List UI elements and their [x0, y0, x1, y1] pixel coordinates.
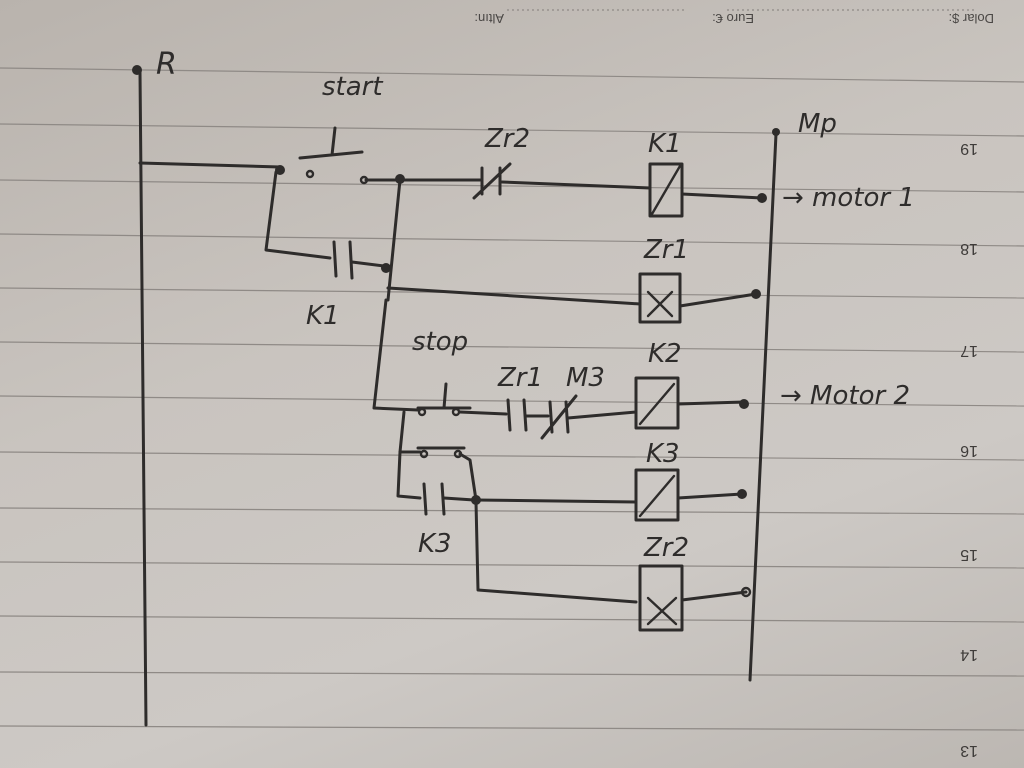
k3-holding-wire-right — [442, 496, 476, 502]
page-number: 13 — [960, 742, 978, 759]
stop-branch-wire — [398, 410, 422, 454]
page-number: 15 — [960, 546, 978, 563]
k3-holding-wire-left — [396, 450, 422, 500]
k1-coil-mark — [650, 164, 682, 216]
dolar-label: Dolar $: — [948, 11, 994, 26]
left-rail — [138, 70, 148, 727]
rail-mp-label: Mp — [798, 109, 837, 139]
vertical-link-1 — [386, 178, 402, 302]
junction — [740, 586, 752, 598]
rung2-wire-c — [566, 410, 638, 420]
page-number: 19 — [960, 140, 978, 157]
stop-contact-left — [417, 407, 427, 417]
ruled-lines — [0, 67, 1024, 731]
right-rail — [748, 132, 778, 682]
zr2-timer-mark — [646, 596, 678, 626]
rail-mp-terminal — [772, 128, 780, 136]
zr1-no-contact — [506, 398, 528, 432]
k1-contact-label: K1 — [306, 301, 340, 331]
k3-coil — [634, 468, 680, 522]
start-contact-left — [305, 169, 315, 179]
junction — [737, 489, 747, 499]
zr2-timer-coil — [638, 564, 684, 632]
k1-coil-label: K1 — [648, 129, 682, 159]
zr1-timer-coil — [638, 272, 682, 324]
euro-label: Euro €: — [712, 11, 754, 26]
ladder-diagram: R Mp start Zr2 K1 → motor 1 K1 Zr — [132, 47, 915, 727]
rung1-wire-left — [138, 161, 282, 169]
k3-coil-mark — [638, 474, 676, 518]
zr1-timer-mark — [646, 290, 674, 318]
motor1-label: → motor 1 — [782, 183, 915, 213]
zr1-coil-wire-right — [678, 292, 758, 308]
motor2-label: → Motor 2 — [780, 381, 910, 411]
k1-holding-wire-left — [264, 170, 332, 260]
start-label: start — [322, 72, 383, 102]
m3-contact-label: M3 — [566, 363, 605, 393]
page-number: 16 — [960, 442, 978, 459]
k3-no-contact — [422, 482, 446, 516]
zr2-coil-wire — [474, 500, 638, 604]
stop-pushbutton — [416, 382, 472, 410]
rung2-wire-a — [458, 410, 508, 416]
k2-coil-label: K2 — [648, 339, 682, 369]
vertical-link-2 — [372, 298, 420, 412]
stop-branch-wire-right — [458, 452, 478, 502]
k3-contact-label: K3 — [418, 529, 452, 559]
zr1-coil-label: Zr1 — [643, 235, 689, 265]
junction — [751, 289, 761, 299]
zr2-coil-wire-right — [680, 590, 748, 602]
k2-coil-wire — [676, 400, 746, 406]
altin-label: Altın: — [474, 11, 504, 26]
junction — [381, 263, 391, 273]
junction — [275, 165, 285, 175]
k2-coil-mark — [638, 382, 676, 426]
start-pushbutton — [298, 126, 364, 160]
k1-holding-wire-right — [350, 260, 386, 268]
k1-no-contact — [332, 240, 354, 280]
stop-label: stop — [412, 327, 468, 357]
k3-coil-wire-right — [676, 492, 744, 500]
k1-coil — [648, 162, 684, 218]
k3-coil-label: K3 — [646, 439, 680, 469]
rail-r-label: R — [156, 47, 177, 82]
zr2-coil-label: Zr2 — [643, 533, 689, 563]
k1-coil-wire — [680, 192, 764, 200]
page-number: 14 — [960, 646, 978, 663]
page-number: 18 — [960, 240, 978, 257]
zr1-coil-wire — [386, 286, 642, 306]
zr1-contact-label: Zr1 — [497, 363, 543, 393]
rung1-wire-right — [500, 180, 652, 190]
contact-terminal — [419, 449, 429, 459]
stop-contact-right — [451, 407, 461, 417]
zr2-contact-label: Zr2 — [484, 124, 530, 154]
junction — [757, 193, 767, 203]
page-numbers: 19 18 17 16 15 14 13 — [960, 140, 978, 759]
k3-coil-wire — [474, 498, 638, 504]
junction — [739, 399, 749, 409]
printed-header: Dolar $: Euro €: Altın: — [474, 9, 994, 26]
page-number: 17 — [960, 342, 978, 359]
zr2-nc-contact — [472, 162, 512, 200]
